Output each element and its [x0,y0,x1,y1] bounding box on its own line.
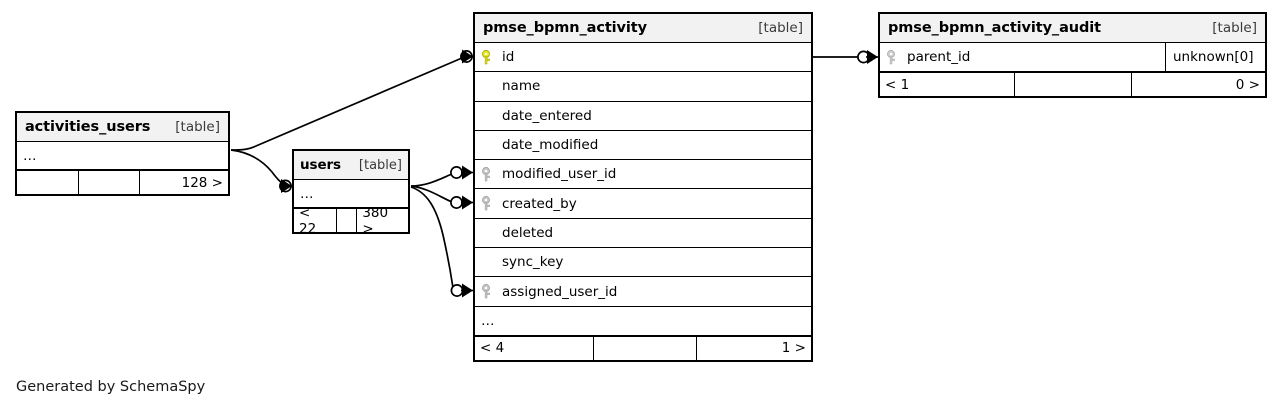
column-label: modified_user_id [502,166,617,183]
column-name-cell: modified_user_id [475,166,811,182]
table-node-users[interactable]: users [table] … < 22 380 > [292,149,410,234]
edge-optional-marker [450,166,463,179]
table-title: activities_users [25,119,151,135]
table-row-date-entered: date_entered [475,101,811,131]
footer-outgoing-count: 1 > [781,340,806,357]
table-row-date-modified: date_modified [475,130,811,161]
column-name-cell: name [475,78,811,94]
table-footer: 128 > [17,170,228,194]
column-label: date_entered [502,107,592,124]
column-label: deleted [502,224,554,241]
table-row-deleted: deleted [475,218,811,249]
no-key-spacer [481,225,495,240]
edge-users-to-created_by [410,185,453,203]
footer-middle [337,209,358,232]
foreign-key-icon [481,196,495,211]
generated-by-caption: Generated by SchemaSpy [16,379,206,395]
footer-outgoing-count: 380 > [362,209,389,232]
edge-optional-marker [450,284,464,297]
edge-optional-marker [857,50,870,64]
no-key-spacer [481,255,495,270]
column-name-cell: id [475,49,811,65]
table-row: … [17,142,228,170]
footer-outgoing-count: 128 > [181,174,223,191]
table-row-id: id [475,43,811,73]
column-label: assigned_user_id [502,283,618,300]
column-name-cell: date_modified [475,137,811,153]
column-name-cell: deleted [475,225,811,241]
edge-users-to-modified_user_id [410,173,453,187]
column-name-cell: parent_id [880,49,1165,65]
table-header: pmse_bpmn_activity [table] [475,14,811,43]
footer-middle [1015,73,1132,96]
column-label: date_modified [502,137,599,154]
table-row: … [294,180,408,208]
table-footer: < 22 380 > [294,208,408,232]
edge-users-to-assigned_user_id [410,186,454,289]
table-title: users [300,157,341,173]
footer-middle [594,336,697,360]
column-label: id [502,49,515,66]
column-label: sync_key [502,254,564,271]
no-key-spacer [481,138,495,153]
table-header: users [table] [294,151,408,180]
edge-optional-marker [279,179,292,193]
column-ellipsis: … [481,312,496,329]
column-label: name [502,78,541,95]
table-type-tag: [table] [358,157,402,173]
column-ellipsis: … [300,185,315,202]
column-name-cell: created_by [475,196,811,212]
footer-incoming-count: < 4 [475,336,594,360]
foreign-key-icon [481,284,495,299]
table-type-tag: [table] [1212,20,1257,36]
foreign-key-icon [886,49,900,65]
column-label: created_by [502,195,577,212]
table-node-pmse-bpmn-activity-audit[interactable]: pmse_bpmn_activity_audit [table] parent_… [878,12,1267,98]
no-key-spacer [481,79,495,94]
footer-incoming-count: < 22 [294,209,338,232]
table-title: pmse_bpmn_activity [483,20,647,36]
table-row-modified-user-id: modified_user_id [475,160,811,190]
table-footer: < 1 0 > [880,72,1265,96]
edge-optional-marker [450,196,463,209]
table-row-sync-key: sync_key [475,248,811,278]
edge-activities_users-to-activity-id [230,57,463,151]
footer-outgoing-count: 0 > [1235,76,1260,93]
table-header: activities_users [table] [17,113,228,142]
no-key-spacer [481,108,495,123]
table-row-parent-id: parent_id unknown[0] [880,43,1265,72]
column-ellipsis: … [23,147,38,164]
column-type: unknown[0] [1165,43,1265,71]
column-name-cell: assigned_user_id [475,284,811,300]
table-node-pmse-bpmn-activity[interactable]: pmse_bpmn_activity [table] id name [473,12,813,362]
primary-key-icon [481,49,495,65]
edge-optional-marker [460,50,473,63]
column-label: parent_id [907,49,971,65]
foreign-key-icon [481,166,495,182]
table-type-tag: [table] [758,20,803,36]
table-row-more: … [475,306,811,336]
table-row-created-by: created_by [475,189,811,219]
table-node-activities_users[interactable]: activities_users [table] … 128 > [15,111,230,196]
column-name-cell: sync_key [475,254,811,270]
table-header: pmse_bpmn_activity_audit [table] [880,14,1265,43]
footer-incoming-count [17,171,79,194]
edge-activities_users-to-users [230,149,288,187]
column-name-cell: date_entered [475,108,811,124]
footer-incoming-count: < 1 [880,73,1015,96]
table-type-tag: [table] [175,119,220,135]
table-row-name: name [475,72,811,102]
footer-middle [79,171,140,194]
table-title: pmse_bpmn_activity_audit [888,20,1101,36]
table-footer: < 4 1 > [475,335,811,360]
table-row-assigned-user-id: assigned_user_id [475,277,811,307]
